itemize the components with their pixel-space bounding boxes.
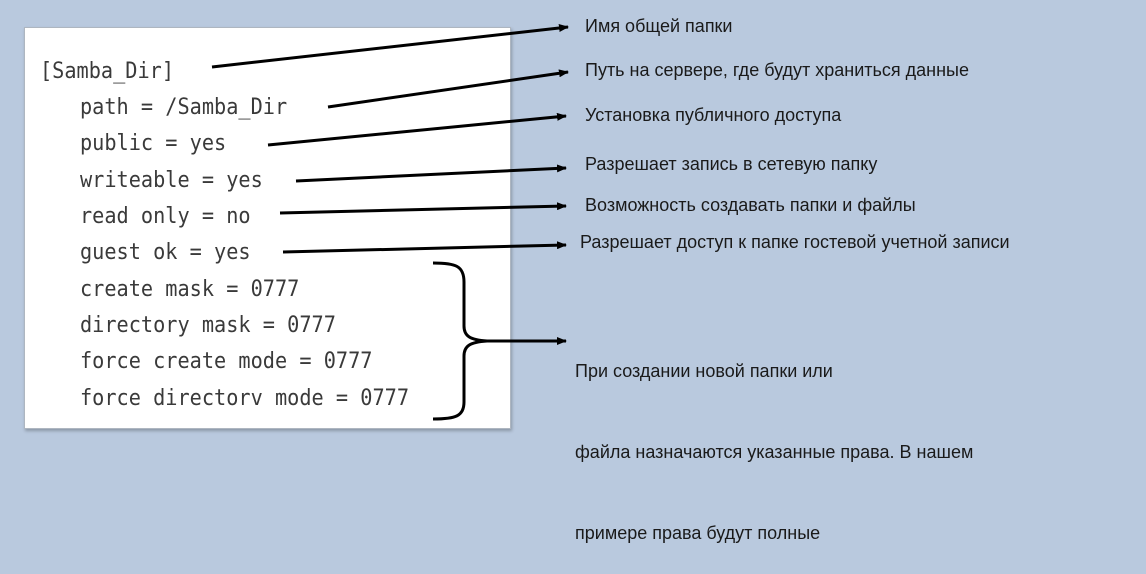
code-line-path: path = /Samba_Dir bbox=[80, 95, 288, 120]
code-line-directory-mask: directory mask = 0777 bbox=[80, 313, 336, 338]
group-bracket bbox=[432, 261, 488, 421]
arrow-writeable bbox=[295, 164, 567, 183]
code-line-create-mask: create mask = 0777 bbox=[80, 277, 300, 302]
note-public-access: Установка публичного доступа bbox=[585, 105, 842, 125]
note-permissions-line-3: примере права будут полные bbox=[575, 523, 821, 543]
note-write-permission: Разрешает запись в сетевую папку bbox=[585, 154, 878, 174]
code-line-public: public = yes bbox=[80, 131, 227, 156]
note-permissions-line-2: файла назначаются указанные права. В наш… bbox=[575, 442, 974, 462]
arrow-path bbox=[327, 69, 569, 109]
arrow-guest-ok bbox=[282, 241, 567, 254]
arrow-public bbox=[267, 112, 567, 147]
note-create-capability: Возможность создавать папки и файлы bbox=[585, 195, 916, 215]
code-line-guest-ok: guest ok = yes bbox=[80, 240, 251, 265]
arrows-layer bbox=[211, 24, 569, 421]
note-permissions: При создании новой папки или файла назна… bbox=[575, 304, 973, 574]
note-guest-access: Разрешает доступ к папке гостевой учетно… bbox=[580, 232, 1010, 252]
section-header: [Samba_Dir] bbox=[40, 59, 175, 84]
note-server-path: Путь на сервере, где будут храниться дан… bbox=[585, 60, 969, 80]
code-line-read-only: read only = no bbox=[80, 204, 251, 229]
arrow-section bbox=[211, 24, 569, 69]
code-line-writeable: writeable = yes bbox=[80, 168, 263, 193]
code-panel bbox=[24, 27, 511, 429]
note-permissions-line-1: При создании новой папки или bbox=[575, 361, 833, 381]
code-line-force-directory-mode: force directorv mode = 0777 bbox=[80, 386, 410, 411]
code-line-force-create-mode: force create mode = 0777 bbox=[80, 349, 373, 374]
note-share-name: Имя общей папки bbox=[585, 16, 733, 36]
arrow-read-only bbox=[279, 202, 567, 215]
